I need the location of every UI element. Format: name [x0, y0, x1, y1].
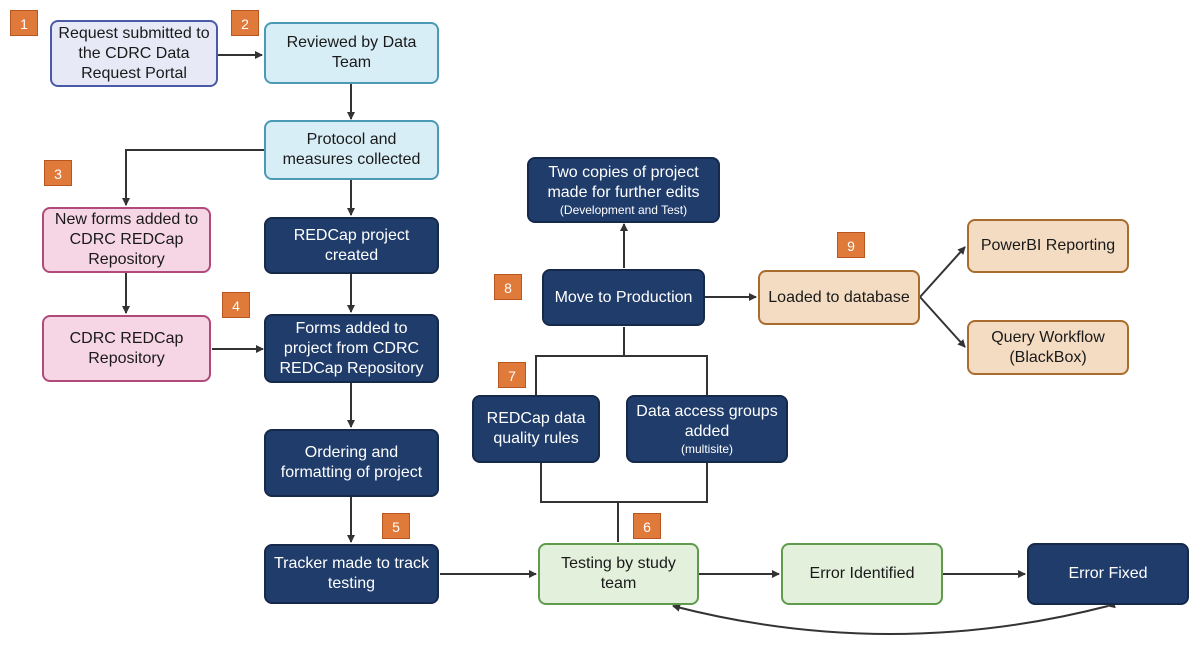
node-testing-by-study-team: Testing by study team — [538, 543, 699, 605]
node-cdrc-redcap-repository: CDRC REDCap Repository — [42, 315, 211, 382]
arrow-database-to-query — [919, 296, 966, 348]
line-testing-up-right — [618, 463, 708, 503]
node-protocol-collected: Protocol and measures collected — [264, 120, 439, 180]
step-badge-2: 2 — [231, 10, 259, 36]
node-forms-added: Forms added to project from CDRC REDCap … — [264, 314, 439, 383]
line-branches-right — [624, 355, 708, 395]
node-two-copies: Two copies of project made for further e… — [527, 157, 720, 223]
node-error-fixed: Error Fixed — [1027, 543, 1189, 605]
arrow-feedback-loop — [672, 600, 1116, 635]
node-tracker-made: Tracker made to track testing — [264, 544, 439, 604]
arrow-database-to-powerbi — [919, 246, 966, 298]
node-two-copies-note: (Development and Test) — [559, 202, 688, 217]
node-loaded-to-database: Loaded to database — [758, 270, 920, 325]
node-reviewed-by-data-team: Reviewed by Data Team — [264, 22, 439, 84]
node-data-access-note: (multisite) — [680, 441, 733, 456]
node-ordering-formatting: Ordering and formatting of project — [264, 429, 439, 497]
step-badge-5: 5 — [382, 513, 410, 539]
node-powerbi-reporting: PowerBI Reporting — [967, 219, 1129, 273]
node-query-workflow: Query Workflow (BlackBox) — [967, 320, 1129, 375]
step-badge-4: 4 — [222, 292, 250, 318]
line-testing-up — [540, 463, 619, 542]
node-new-forms-added: New forms added to CDRC REDCap Repositor… — [42, 207, 211, 273]
node-error-identified: Error Identified — [781, 543, 943, 605]
step-badge-1: 1 — [10, 10, 38, 36]
step-badge-3: 3 — [44, 160, 72, 186]
arrow-protocol-to-newforms — [122, 149, 265, 206]
node-request-submitted: Request submitted to the CDRC Data Reque… — [50, 20, 218, 87]
node-data-access-groups: Data access groups added (multisite) — [626, 395, 788, 463]
node-redcap-data-quality-rules: REDCap data quality rules — [472, 395, 600, 463]
node-redcap-project-created: REDCap project created — [264, 217, 439, 274]
step-badge-9: 9 — [837, 232, 865, 258]
node-move-to-production: Move to Production — [542, 269, 705, 326]
line-branches-left — [535, 355, 624, 395]
step-badge-6: 6 — [633, 513, 661, 539]
step-badge-8: 8 — [494, 274, 522, 300]
step-badge-7: 7 — [498, 362, 526, 388]
